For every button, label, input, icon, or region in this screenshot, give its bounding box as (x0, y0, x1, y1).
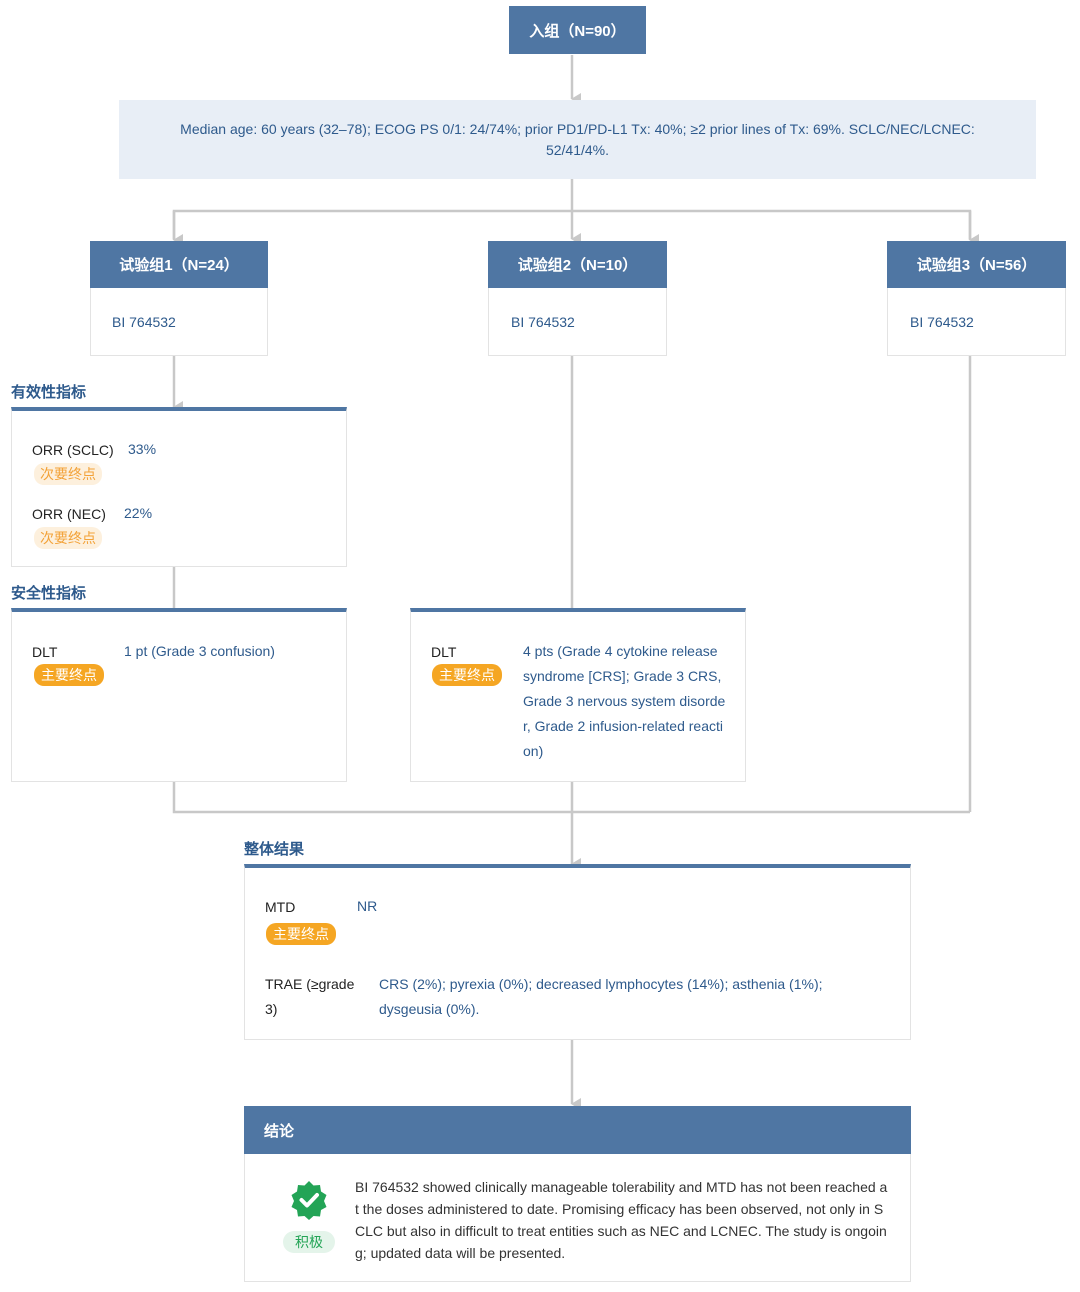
dlt-arm1-value: 1 pt (Grade 3 confusion) (124, 643, 275, 659)
secondary-endpoint-tag: 次要终点 (34, 527, 102, 549)
arm1-body: BI 764532 (90, 288, 268, 356)
safety-card-arm2: DLT 4 pts (Grade 4 cytokine release synd… (410, 608, 746, 782)
arm1-drug: BI 764532 (112, 314, 176, 330)
arm2-title: 试验组2（N=10） (517, 257, 638, 274)
baseline-text: Median age: 60 years (32–78); ECOG PS 0/… (180, 120, 975, 158)
primary-endpoint-tag: 主要终点 (432, 664, 502, 686)
dlt-arm2-label: DLT (431, 644, 457, 660)
orr-nec-label: ORR (NEC) (32, 506, 106, 522)
safety-card-arm1: DLT 1 pt (Grade 3 confusion) 主要终点 (11, 608, 347, 782)
conclusion-header: 结论 (244, 1106, 911, 1154)
conclusion-title: 结论 (264, 1122, 295, 1140)
arm1-header: 试验组1（N=24） (90, 241, 268, 288)
safety-title: 安全性指标 (11, 585, 87, 602)
efficacy-card: ORR (SCLC) 33% 次要终点 ORR (NEC) 22% 次要终点 (11, 407, 347, 567)
conclusion-text: BI 764532 showed clinically manageable t… (355, 1179, 888, 1261)
merge-line (172, 782, 970, 814)
dlt-arm2-value: 4 pts (Grade 4 cytokine release syndrome… (523, 643, 726, 759)
mtd-value: NR (357, 898, 378, 914)
primary-endpoint-tag: 主要终点 (34, 664, 104, 686)
arm2-header: 试验组2（N=10） (488, 241, 667, 288)
trae-label: TRAE (≥grade 3) (265, 976, 355, 1017)
orr-nec-value: 22% (124, 505, 153, 521)
secondary-endpoint-tag: 次要终点 (34, 463, 102, 485)
efficacy-title: 有效性指标 (11, 384, 87, 401)
arm3-drug: BI 764532 (910, 314, 974, 330)
overall-card: MTD NR 主要终点 TRAE (≥grade 3) CRS (2%); py… (244, 864, 911, 1040)
overall-title: 整体结果 (244, 841, 305, 858)
orr-sclc-label: ORR (SCLC) (32, 442, 114, 458)
arm2-body: BI 764532 (488, 288, 667, 356)
check-shield-icon (289, 1180, 329, 1220)
dlt-arm1-label: DLT (32, 644, 58, 660)
positive-badge: 积极 (283, 1231, 335, 1253)
arm2-drug: BI 764532 (511, 314, 575, 330)
enroll-box: 入组（N=90） (509, 6, 646, 54)
trae-value: CRS (2%); pyrexia (0%); decreased lympho… (379, 976, 823, 1017)
conclusion-card: 积极 BI 764532 showed clinically manageabl… (244, 1154, 911, 1282)
baseline-summary: Median age: 60 years (32–78); ECOG PS 0/… (119, 100, 1036, 179)
arm1-title: 试验组1（N=24） (119, 257, 239, 274)
arm3-body: BI 764532 (887, 288, 1066, 356)
primary-endpoint-tag: 主要终点 (266, 923, 336, 945)
orr-sclc-value: 33% (128, 441, 157, 457)
enroll-title: 入组（N=90） (529, 22, 626, 40)
arm3-header: 试验组3（N=56） (887, 241, 1066, 288)
mtd-label: MTD (265, 899, 296, 915)
arm3-title: 试验组3（N=56） (916, 257, 1037, 274)
